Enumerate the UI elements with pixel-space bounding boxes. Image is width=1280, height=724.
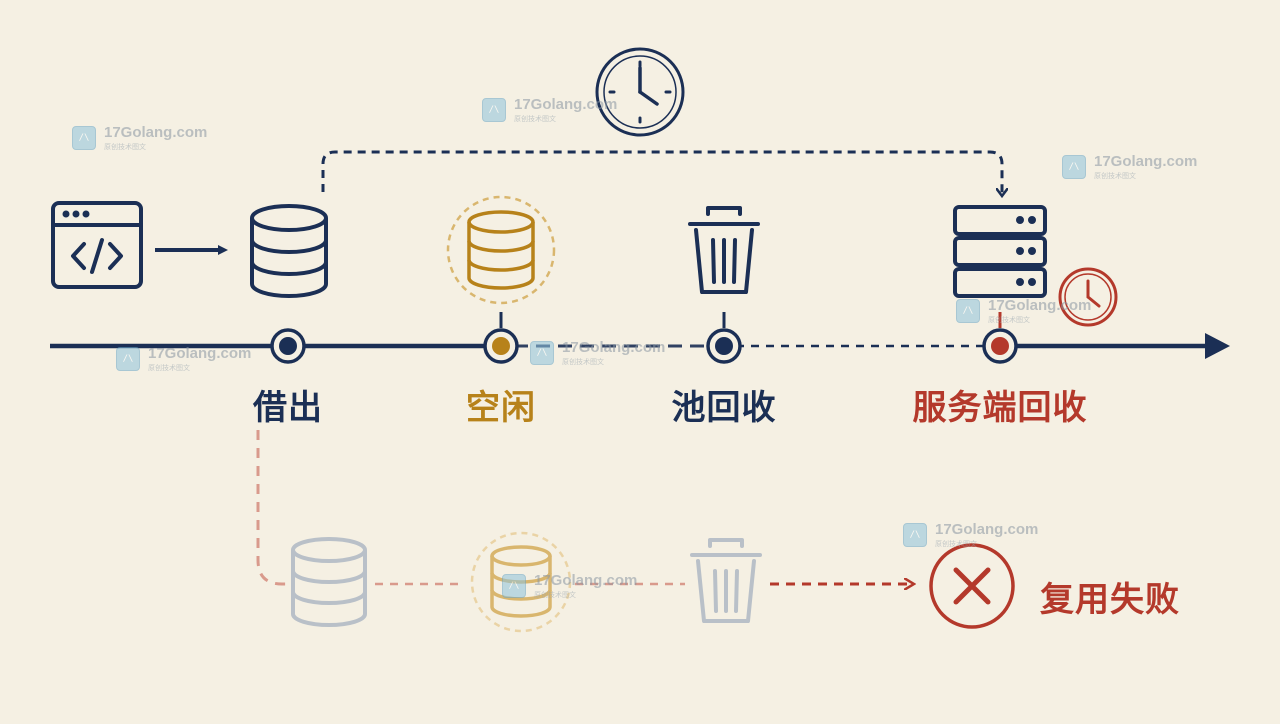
timeline-marker-pool-recycle <box>706 312 742 364</box>
timeline-arrowhead <box>1205 333 1230 359</box>
stage-label-idle: 空闲 <box>466 388 536 428</box>
idle-database-icon <box>446 195 556 305</box>
trash-icon <box>688 206 760 294</box>
faded-idle-database-icon <box>470 531 572 633</box>
faded-database-icon <box>291 537 367 627</box>
failure-branch-path <box>256 430 288 586</box>
lifetime-timer-path <box>321 150 1002 194</box>
stage-label-server-recycle: 服务端回收 <box>912 388 1088 428</box>
faded-trash-icon <box>690 538 762 623</box>
stage-label-pool-recycle: 池回收 <box>671 388 777 428</box>
timeline-axis <box>50 333 1230 359</box>
clock-icon <box>595 47 685 137</box>
borrowed-database-icon <box>250 204 328 298</box>
timeline-marker-borrow <box>270 328 306 364</box>
server-icon <box>953 205 1047 298</box>
stage-label-borrow: 借出 <box>253 388 323 428</box>
error-x-icon <box>929 543 1015 629</box>
code-window-icon <box>51 201 143 289</box>
timeline-marker-server-recycle <box>982 312 1018 364</box>
reuse-failure-label: 复用失败 <box>1040 580 1180 620</box>
timeline-marker-idle <box>483 312 519 364</box>
server-timeout-clock-icon <box>1058 267 1118 327</box>
